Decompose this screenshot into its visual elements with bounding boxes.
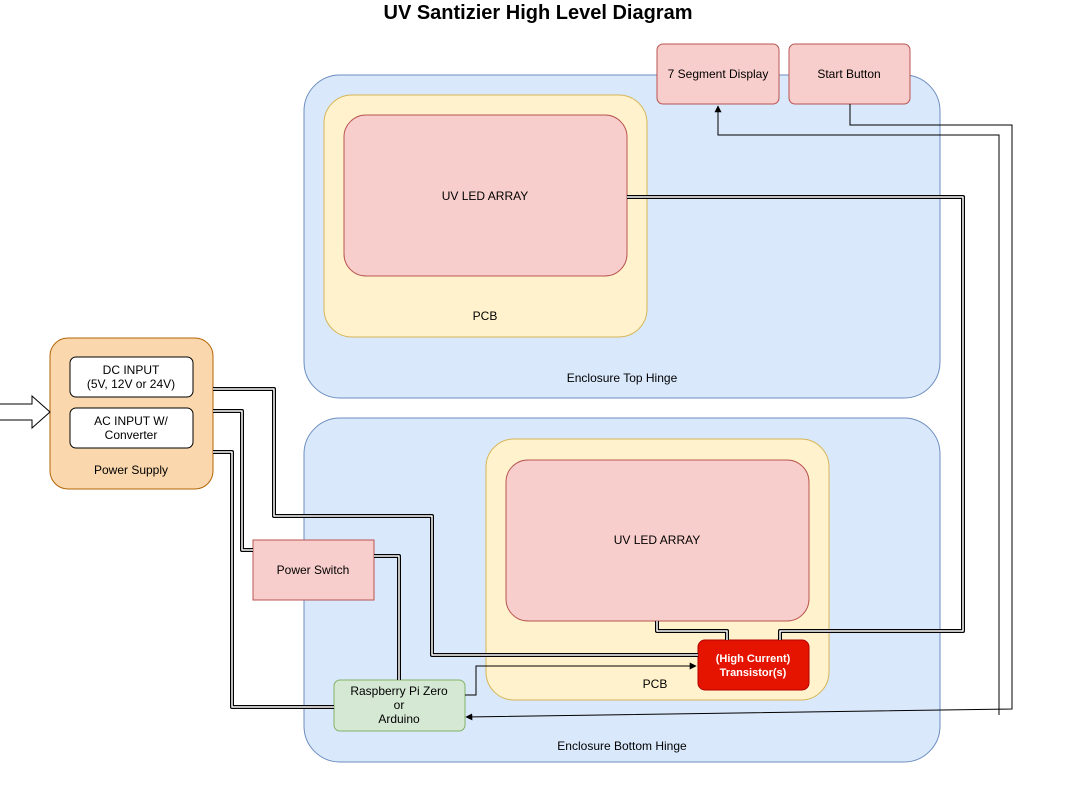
transistor-box xyxy=(697,639,810,691)
hollow-arrow-right-icon xyxy=(0,394,51,430)
power-supply-label: Power Supply xyxy=(94,463,168,477)
diagram-title: UV Santizier High Level Diagram xyxy=(383,2,693,24)
bottom-led-label: UV LED ARRAY xyxy=(614,533,700,547)
dc-input-box xyxy=(69,356,194,398)
bottom-pcb-label: PCB xyxy=(643,677,668,691)
wire-ps-to-controller xyxy=(213,450,334,709)
wire-bottom-led-to-transistor xyxy=(655,621,729,640)
ac-input-box xyxy=(69,407,194,449)
wire-top-led-to-transistor xyxy=(627,195,965,640)
controller-label-line1: Raspberry Pi Zero xyxy=(350,684,448,698)
seven-segment-display xyxy=(656,43,780,105)
wire-dc-to-transistor xyxy=(213,387,698,657)
ac-input-label-line1: AC INPUT W/ xyxy=(94,414,168,428)
start-button-label: Start Button xyxy=(817,67,880,81)
top-pcb-label: PCB xyxy=(473,309,498,323)
wire-bus-to-display xyxy=(714,105,1000,715)
dc-input-label-line1: DC INPUT xyxy=(103,363,160,377)
enclosure-top-label: Enclosure Top Hinge xyxy=(567,371,678,385)
transistor-label-line2: Transistor(s) xyxy=(720,667,787,679)
transistor-label-line1: (High Current) xyxy=(716,653,791,665)
wire-controller-to-transistor xyxy=(465,662,697,696)
enclosure-bottom-label: Enclosure Bottom Hinge xyxy=(557,739,687,753)
power-switch-label: Power Switch xyxy=(277,563,350,577)
wire-switch-to-controller xyxy=(374,554,401,680)
display-label: 7 Segment Display xyxy=(668,67,769,81)
controller-label-line3: Arduino xyxy=(378,712,420,726)
top-led-label: UV LED ARRAY xyxy=(442,189,528,203)
wire-ac-to-power-switch xyxy=(213,409,253,552)
ac-input-label-line2: Converter xyxy=(105,428,158,442)
wires xyxy=(213,195,965,709)
dc-input-label-line2: (5V, 12V or 24V) xyxy=(87,377,175,391)
wire-start-to-display-and-controller xyxy=(465,104,1013,721)
power-switch xyxy=(252,539,375,601)
controller-label-line2: or xyxy=(394,698,405,712)
